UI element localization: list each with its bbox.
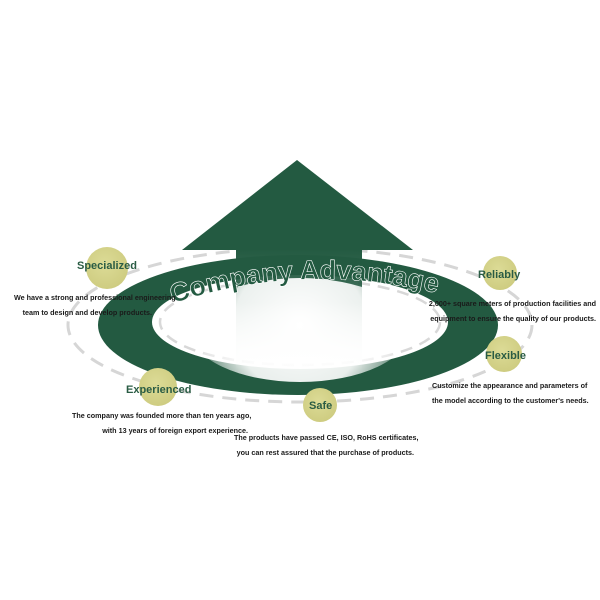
safe-description: The products have passed CE, ISO, RoHS c…	[234, 430, 419, 460]
safe-line-2: you can rest assured that the purchase o…	[236, 448, 414, 457]
reliably-line-2: equipment to ensure the quality of our p…	[430, 314, 596, 323]
reliably-circle	[483, 256, 517, 290]
safe-line-1: The products have passed CE, ISO, RoHS c…	[234, 433, 419, 442]
experienced-description: The company was founded more than ten ye…	[72, 408, 252, 438]
flexible-description: Customize the appearance and parameters …	[432, 378, 589, 408]
specialized-circle	[86, 247, 128, 289]
arrow-head	[182, 160, 413, 250]
flexible-label: Flexible	[485, 350, 526, 362]
specialized-line-2: team to design and develop products.	[22, 308, 152, 317]
reliably-description: 2,000+ square meters of production facil…	[428, 296, 596, 326]
flexible-line-1: Customize the appearance and parameters …	[432, 381, 588, 390]
flexible-circle	[486, 336, 522, 372]
specialized-label: Specialized	[77, 260, 137, 272]
experienced-line-2: with 13 years of foreign export experien…	[102, 426, 248, 435]
experienced-line-1: The company was founded more than ten ye…	[72, 411, 252, 420]
flexible-line-2: the model according to the customer's ne…	[432, 396, 589, 405]
safe-circle	[303, 388, 337, 422]
center-glow	[190, 278, 410, 382]
experienced-circle	[139, 368, 177, 406]
specialized-description: We have a strong and professional engine…	[14, 290, 176, 320]
reliably-line-1: 2,000+ square meters of production facil…	[428, 299, 596, 308]
specialized-line-1: We have a strong and professional engine…	[14, 293, 176, 302]
reliably-label: Reliably	[478, 269, 521, 281]
safe-label: Safe	[309, 400, 333, 412]
dashed-orbit-outer	[66, 246, 534, 404]
experienced-label: Experienced	[126, 384, 192, 396]
